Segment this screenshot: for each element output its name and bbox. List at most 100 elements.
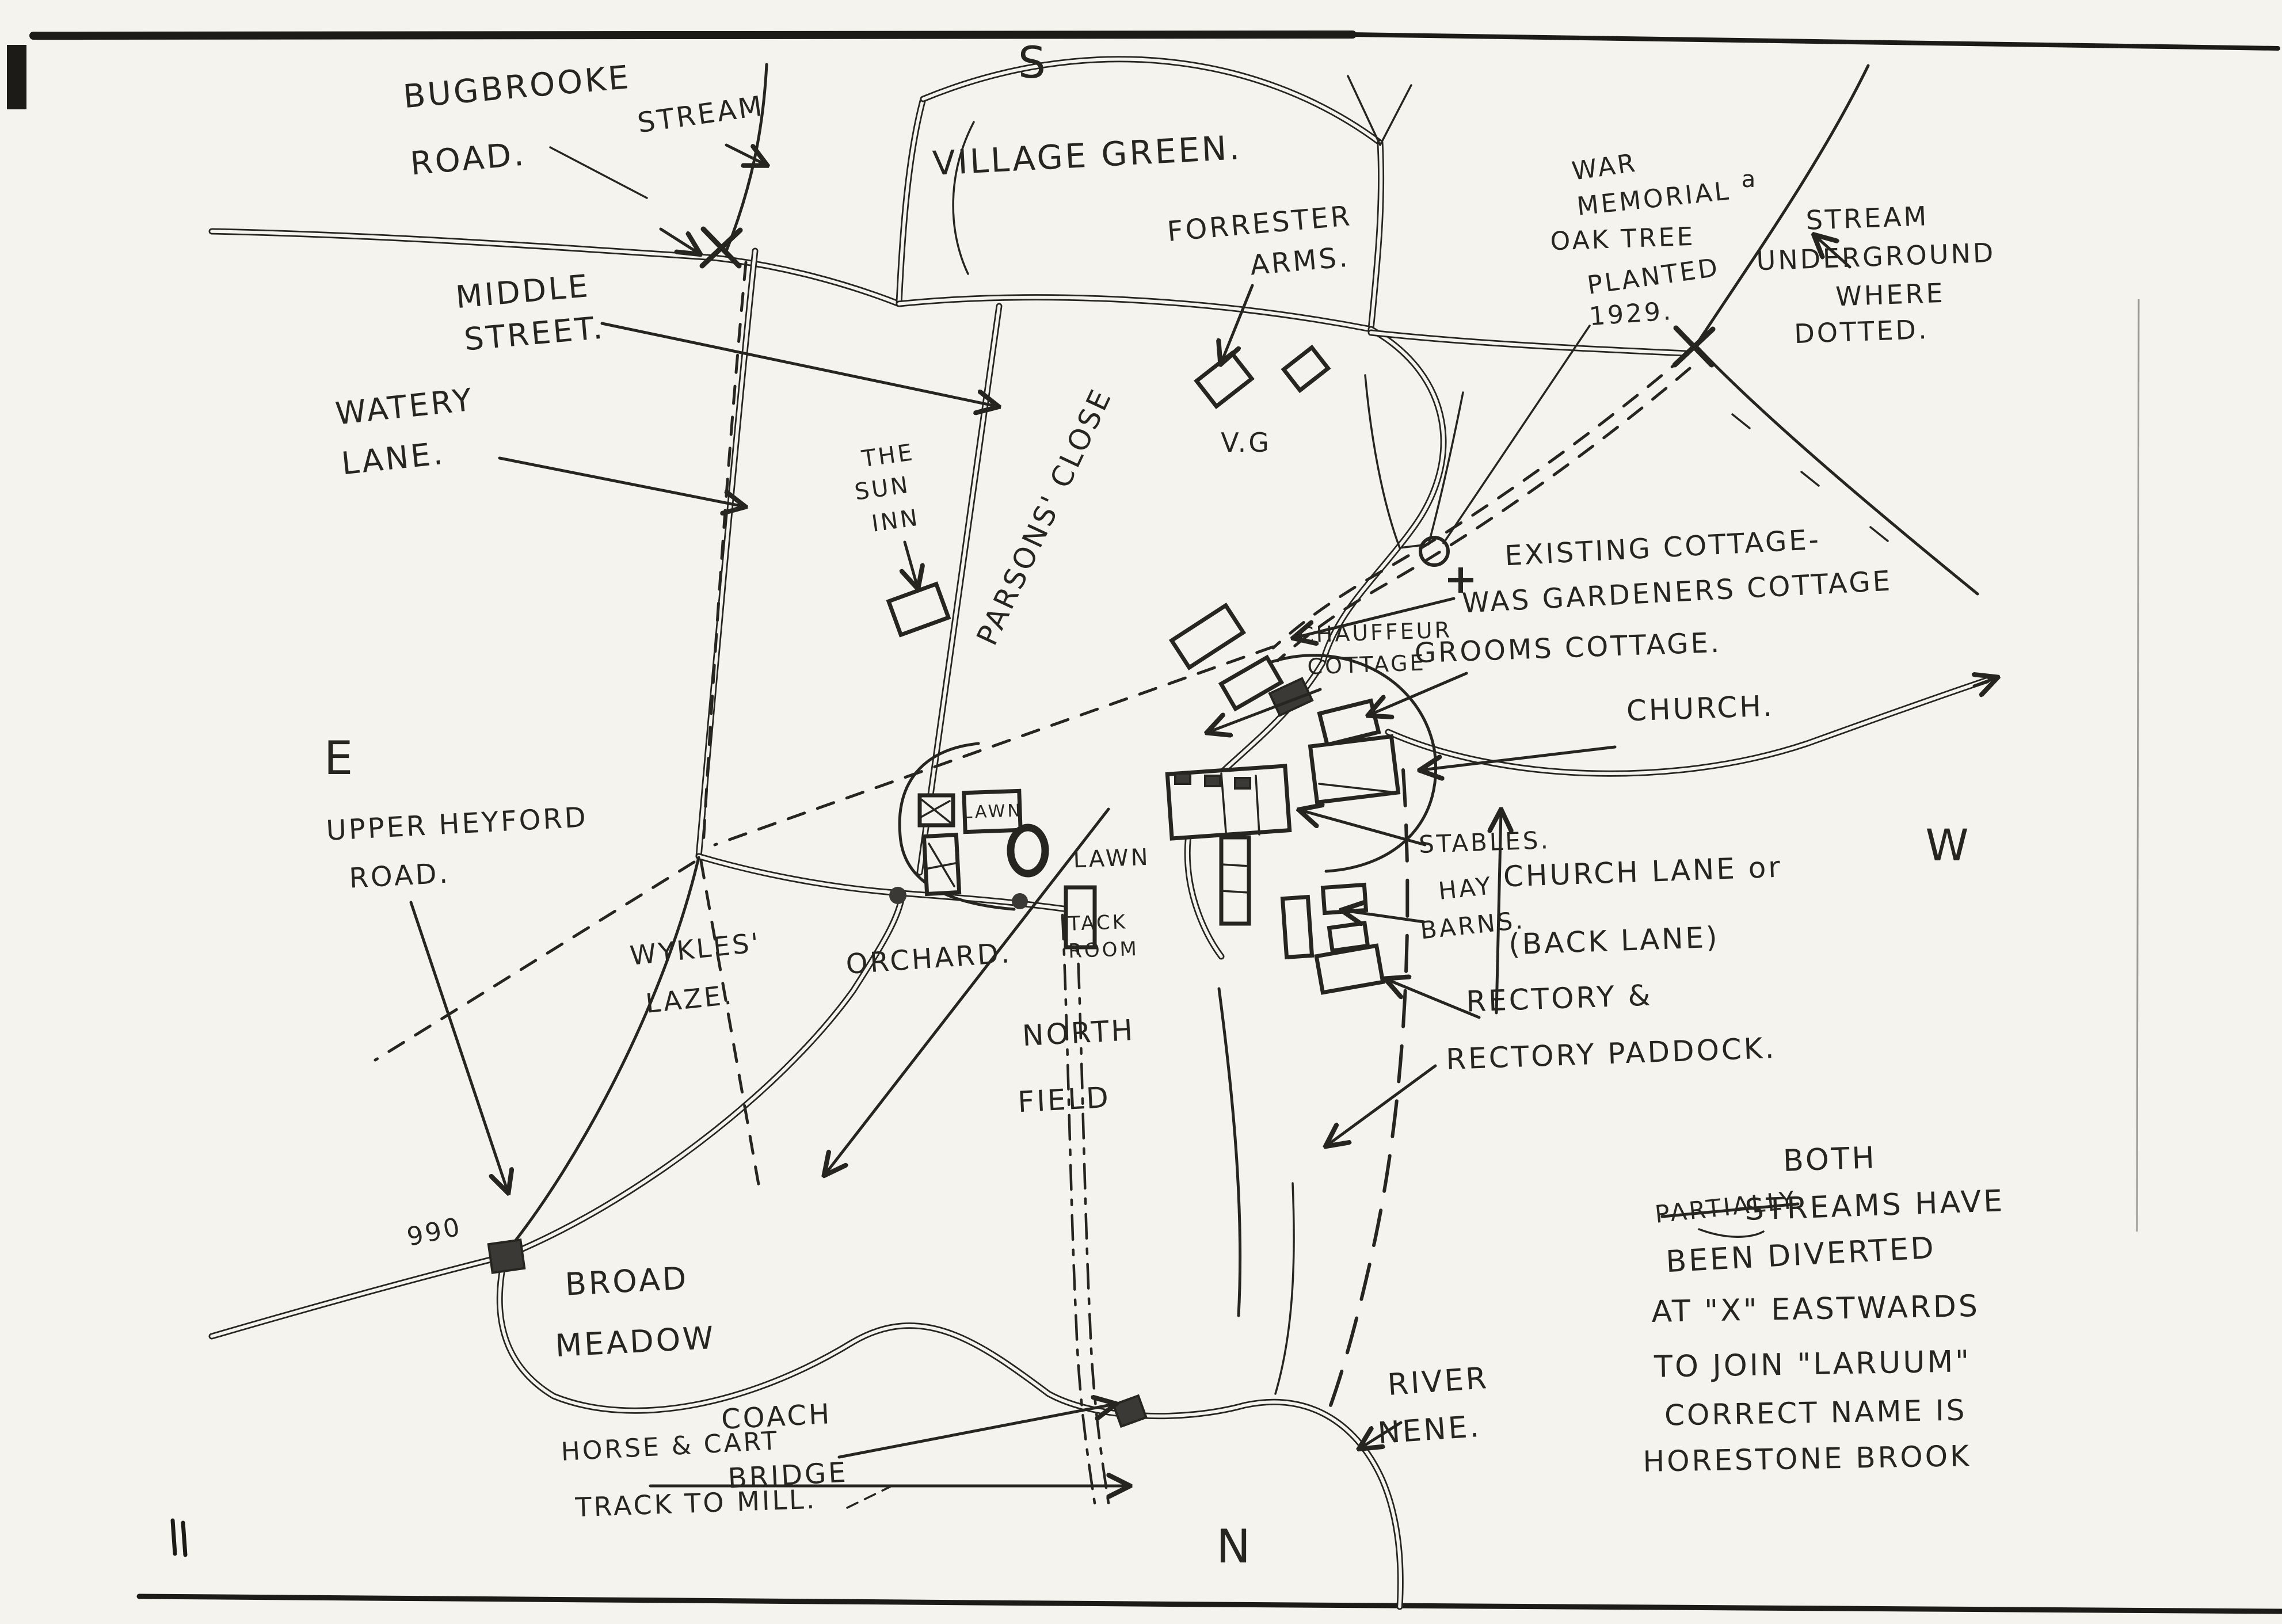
compass-e: E [324, 731, 356, 785]
north-field-line1: NORTH [1022, 1013, 1136, 1053]
x-marks [699, 226, 1716, 368]
x-mark-east [1672, 325, 1716, 368]
boundary-dashed-wykles-laze [374, 860, 696, 1062]
manor-inner-lines [1220, 772, 1260, 836]
mill-track-edge-b [1075, 912, 1110, 1505]
manor-grounds-enclosure [898, 742, 1016, 911]
frame-marks [7, 31, 2282, 1614]
lawn-small-label: LAWN [962, 800, 1023, 823]
broad-meadow-line2: MEADOW [554, 1320, 717, 1364]
church-inner-line [1318, 783, 1392, 793]
village-green-inner-edge [952, 121, 975, 275]
hay-barns-arrow [1343, 910, 1426, 922]
compass-s: S [1018, 37, 1048, 88]
building-stable-range [1219, 835, 1251, 926]
west-shed-hatch [924, 843, 957, 887]
stables-label: STABLES. [1418, 826, 1550, 859]
stream-underground-dotted-b [1276, 367, 1692, 662]
building-hay-barn-1 [1320, 882, 1369, 916]
bugbrooke-leader [549, 146, 648, 199]
river-nene-arrow [1361, 1421, 1403, 1448]
tree-dot-1 [889, 887, 906, 904]
tack-room-line2: ROOM [1068, 937, 1140, 963]
stream-underground-line3: WHERE [1835, 277, 1945, 312]
manor-diagonal-arrow [825, 807, 1110, 1174]
compass-w: W [1925, 819, 1971, 871]
war-memorial-leader [1442, 325, 1591, 544]
roads-layer [212, 59, 1996, 1607]
church-lane-direction-arrow [1496, 811, 1501, 1015]
back-lane-continues-arrow [1974, 678, 1996, 686]
building-green-corner [1281, 344, 1331, 394]
stream-south [508, 856, 700, 1249]
war-memorial-oak-symbol [1419, 536, 1450, 567]
streams-note-line1: BOTH [1782, 1141, 1877, 1179]
rectory-line1: RECTORY & [1465, 978, 1653, 1018]
churchyard-boundary [1263, 654, 1438, 873]
middle-street-arrow [600, 322, 997, 406]
bugbrooke-arrow [659, 227, 699, 253]
tree-dot-2 [1012, 893, 1028, 909]
streams-note-line6: CORRECT NAME IS [1664, 1393, 1967, 1432]
road-fork-north [1347, 75, 1412, 146]
streams-note-line5: TO JOIN "LARUUM" [1654, 1344, 1972, 1385]
building-church [1308, 734, 1401, 805]
stream-underground-line4: DOTTED. [1794, 314, 1930, 349]
sun-inn-arrow [905, 540, 917, 587]
north-field-east-boundary [1217, 987, 1242, 1317]
river-nene-line1: RIVER [1386, 1361, 1490, 1402]
building-tack-room [1064, 885, 1097, 950]
mill-track-edge-a [1061, 913, 1096, 1505]
paddock-to-river-boundary [1274, 1182, 1295, 1395]
chauffeur-cottage-line2: COTTAGE [1307, 650, 1426, 679]
stables-arrow [1301, 810, 1427, 847]
war-memorial-a: a [1742, 166, 1758, 193]
stream-arrow [725, 143, 765, 165]
coach-bridge-line2: BRIDGE [727, 1457, 849, 1495]
stream-diverted-east [1695, 345, 1979, 596]
compass-n: N [1216, 1520, 1253, 1573]
bridge-990 [487, 1238, 526, 1274]
stream-underground-arrow [1815, 236, 1851, 269]
war-memorial-cross [1448, 567, 1473, 593]
river-nene-line2: NENE. [1377, 1409, 1483, 1451]
stable-range-divisions [1220, 863, 1250, 894]
lawn-big-label: LAWN [1073, 844, 1150, 874]
chauffeur-cottage-line1: CHAUFFEUR [1298, 617, 1452, 647]
building-stable-2 [1280, 894, 1315, 960]
war-memorial-line3: OAK TREE [1550, 222, 1696, 257]
broad-meadow-line1: BROAD [564, 1260, 689, 1302]
partially-strikethrough [1660, 1202, 1800, 1218]
hay-barns-line1: HAY [1437, 871, 1494, 905]
north-field-line2: FIELD [1017, 1081, 1111, 1119]
watery-lane-arrow [498, 456, 744, 506]
chauffeur-cottage-arrow [1209, 688, 1322, 732]
garden-plot-hatch-lines [920, 799, 952, 824]
x-mark-west [699, 226, 743, 269]
rectory-paddock-arrow [1327, 1064, 1437, 1145]
vg-label: V.G [1221, 427, 1271, 458]
streams-note-line4: AT "X" EASTWARDS [1651, 1289, 1980, 1329]
grooms-cottage-arrow [1370, 672, 1468, 715]
buildings-layer [487, 344, 1473, 1428]
stream-under-watery-lane-dotted [702, 261, 748, 847]
stream-northeast [1695, 64, 1870, 346]
partially-scribble [1698, 1228, 1765, 1238]
existing-cottage-arrow [1295, 597, 1456, 638]
annotation-arrows [409, 143, 1851, 1509]
stream-underground-line1: STREAM [1805, 200, 1929, 235]
streams-note-line7: HORESTONE BROOK [1643, 1439, 1971, 1478]
stream-diverted-dashes [1731, 413, 1889, 542]
lawn-small-plot [962, 788, 1023, 834]
church-arrow [1422, 745, 1617, 770]
building-rectory [1314, 943, 1385, 995]
church-label: CHURCH. [1626, 689, 1775, 728]
tack-room-line1: TACK [1068, 910, 1128, 936]
upper-heyford-line2: ROAD. [348, 857, 451, 894]
building-existing-cottage [1168, 603, 1247, 670]
coach-bridge-arrow [837, 1404, 1114, 1459]
coach-bridge-line1: COACH [721, 1398, 833, 1436]
